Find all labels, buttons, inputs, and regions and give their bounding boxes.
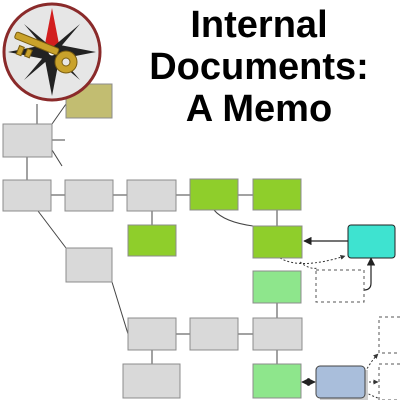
gray-box-row3-a [127,317,177,351]
arrow-cyan-dashed [363,257,376,291]
dashed-box-edge-bottom [378,363,400,400]
green-box-row1-e [252,178,302,211]
connectors [26,103,278,364]
gray-box-row3-b [189,317,239,351]
title-line-2: Documents: [149,46,369,88]
key-icon [14,31,78,74]
dashed-box-right [315,269,365,303]
connector [111,281,129,335]
green-box-row2-b [252,225,303,259]
gray-box-row1-a [2,179,52,212]
gray-box-row3-c [252,317,303,351]
gray-box-row4-a [122,363,181,399]
dotted-link [279,254,346,265]
gray-box-row1-b [64,179,114,212]
connector [213,209,254,227]
dotted-link [364,353,379,373]
title-line-1: Internal [190,4,328,46]
dotted-link [299,261,319,269]
connector [37,210,67,249]
cyan-box [347,224,396,259]
connector [51,103,67,125]
arrows [301,236,376,387]
light-green-box-lower [252,363,302,399]
green-box-row1-d [189,178,239,211]
dashed-box-edge-top [378,316,400,354]
connector [51,149,63,167]
green-box-row2-a [127,224,177,257]
light-green-box-upper [252,270,302,304]
gray-box-root [2,123,53,158]
gray-box-branch [65,247,113,283]
blue-box [315,365,366,399]
compass-key-logo [2,2,102,102]
memo-title: Internal Documents: A Memo [118,4,400,130]
nodes [2,83,396,400]
title-line-3: A Memo [185,88,333,130]
dashed-nodes [315,269,400,400]
gray-box-row1-c [126,179,177,212]
